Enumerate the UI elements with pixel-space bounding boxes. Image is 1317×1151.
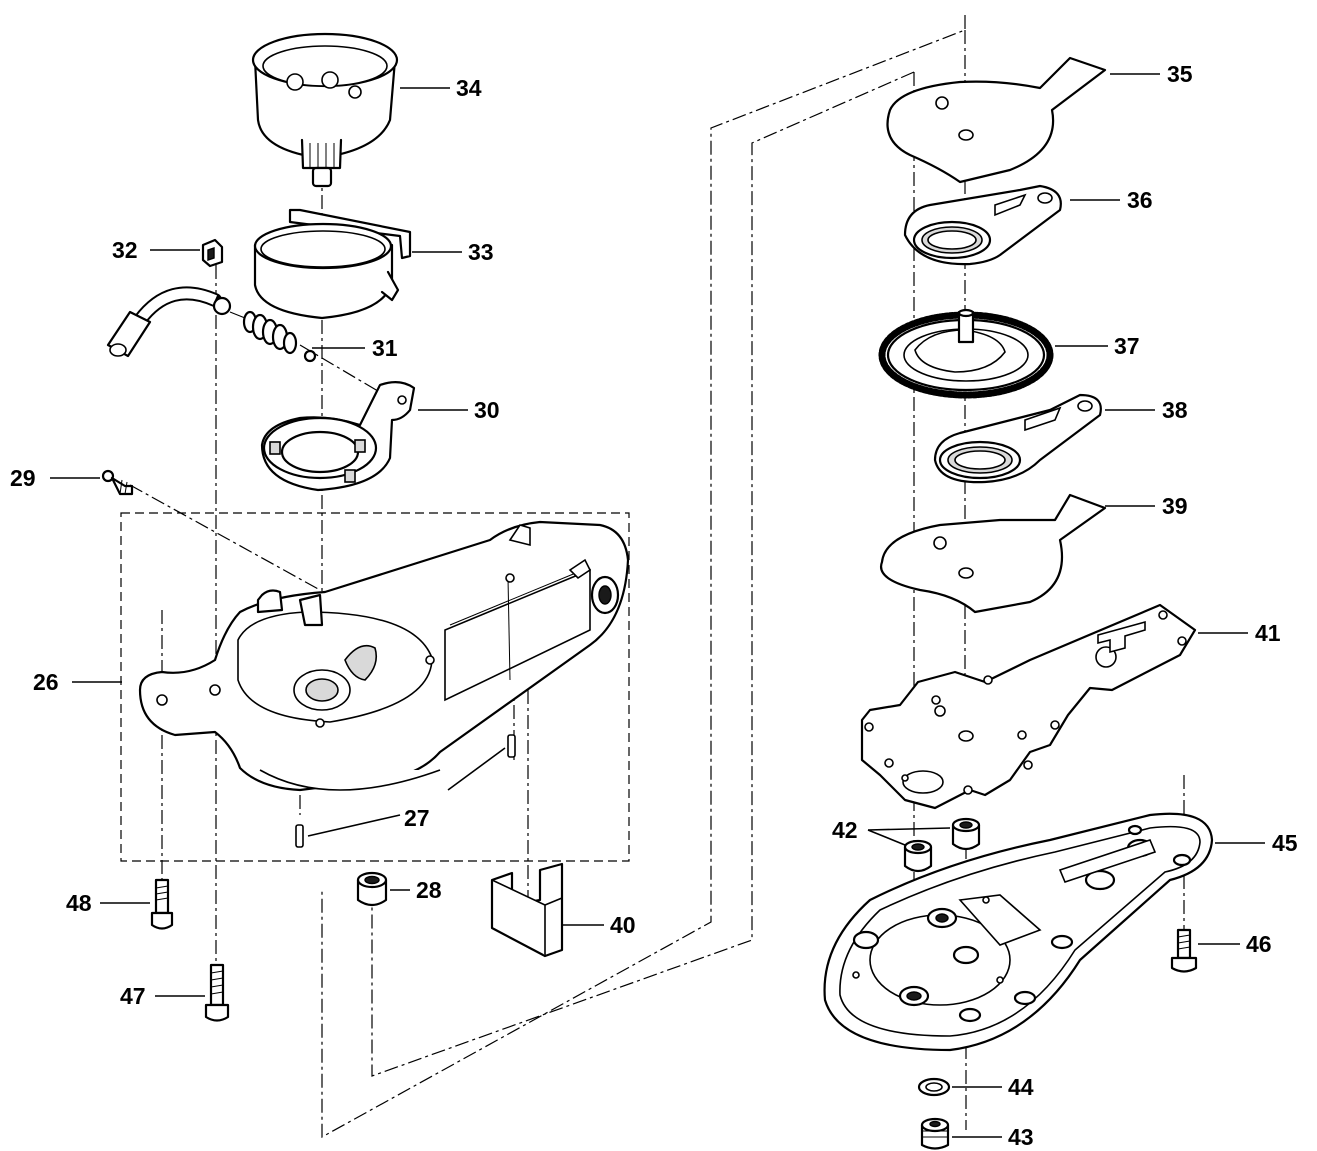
label-47: 47: [120, 983, 146, 1009]
label-42: 42: [832, 817, 858, 843]
gasket: [860, 603, 1197, 810]
shim-plate-top: [886, 56, 1107, 184]
u-block: [490, 862, 564, 958]
label-26: 26: [33, 669, 59, 695]
cable-and-spring: [106, 286, 317, 363]
lower-arm: [933, 393, 1102, 484]
bearing-holder: [260, 381, 416, 492]
label-45: 45: [1272, 830, 1298, 856]
label-41: 40: [610, 912, 636, 938]
gear: [878, 308, 1054, 399]
drain-plug: [920, 1117, 950, 1150]
label-29: 29: [10, 465, 36, 491]
label-31: 31: [372, 335, 398, 361]
clip: [201, 238, 224, 268]
label-40: 41: [1255, 620, 1281, 646]
bushings-right: [903, 817, 981, 873]
bushing: [356, 871, 388, 907]
clutch-drum: [251, 32, 399, 188]
leader-lines: [50, 73, 1265, 1138]
gear-cover: [823, 812, 1214, 1052]
label-33: 33: [468, 239, 494, 265]
label-43: 43: [1008, 1124, 1034, 1150]
label-35: 35: [1167, 61, 1193, 87]
callout-labels: 34 33 32 31 30 29 26 27 28 40 48 47 35 3…: [10, 61, 1298, 1150]
spring: [242, 310, 298, 355]
label-34: 34: [456, 75, 482, 101]
label-46: 46: [1246, 931, 1272, 957]
label-28: 28: [416, 877, 442, 903]
screws-left: [150, 878, 230, 1022]
dowel-pins: [295, 734, 516, 848]
upper-arm: [903, 184, 1062, 266]
label-37: 37: [1114, 333, 1140, 359]
label-39: 39: [1162, 493, 1188, 519]
label-36: 36: [1127, 187, 1153, 213]
label-38: 38: [1162, 397, 1188, 423]
label-27: 27: [404, 805, 430, 831]
label-32: 32: [112, 237, 138, 263]
grease-nipple: [101, 469, 134, 496]
washer: [917, 1077, 951, 1097]
housing-group-box: [120, 512, 630, 862]
screw-right: [1170, 928, 1198, 973]
label-30: 30: [474, 397, 500, 423]
label-48: 48: [66, 890, 92, 916]
label-44: 44: [1008, 1074, 1034, 1100]
brake-band: [253, 208, 412, 320]
shim-plate-lower: [879, 493, 1107, 614]
gear-housing: [138, 520, 630, 792]
